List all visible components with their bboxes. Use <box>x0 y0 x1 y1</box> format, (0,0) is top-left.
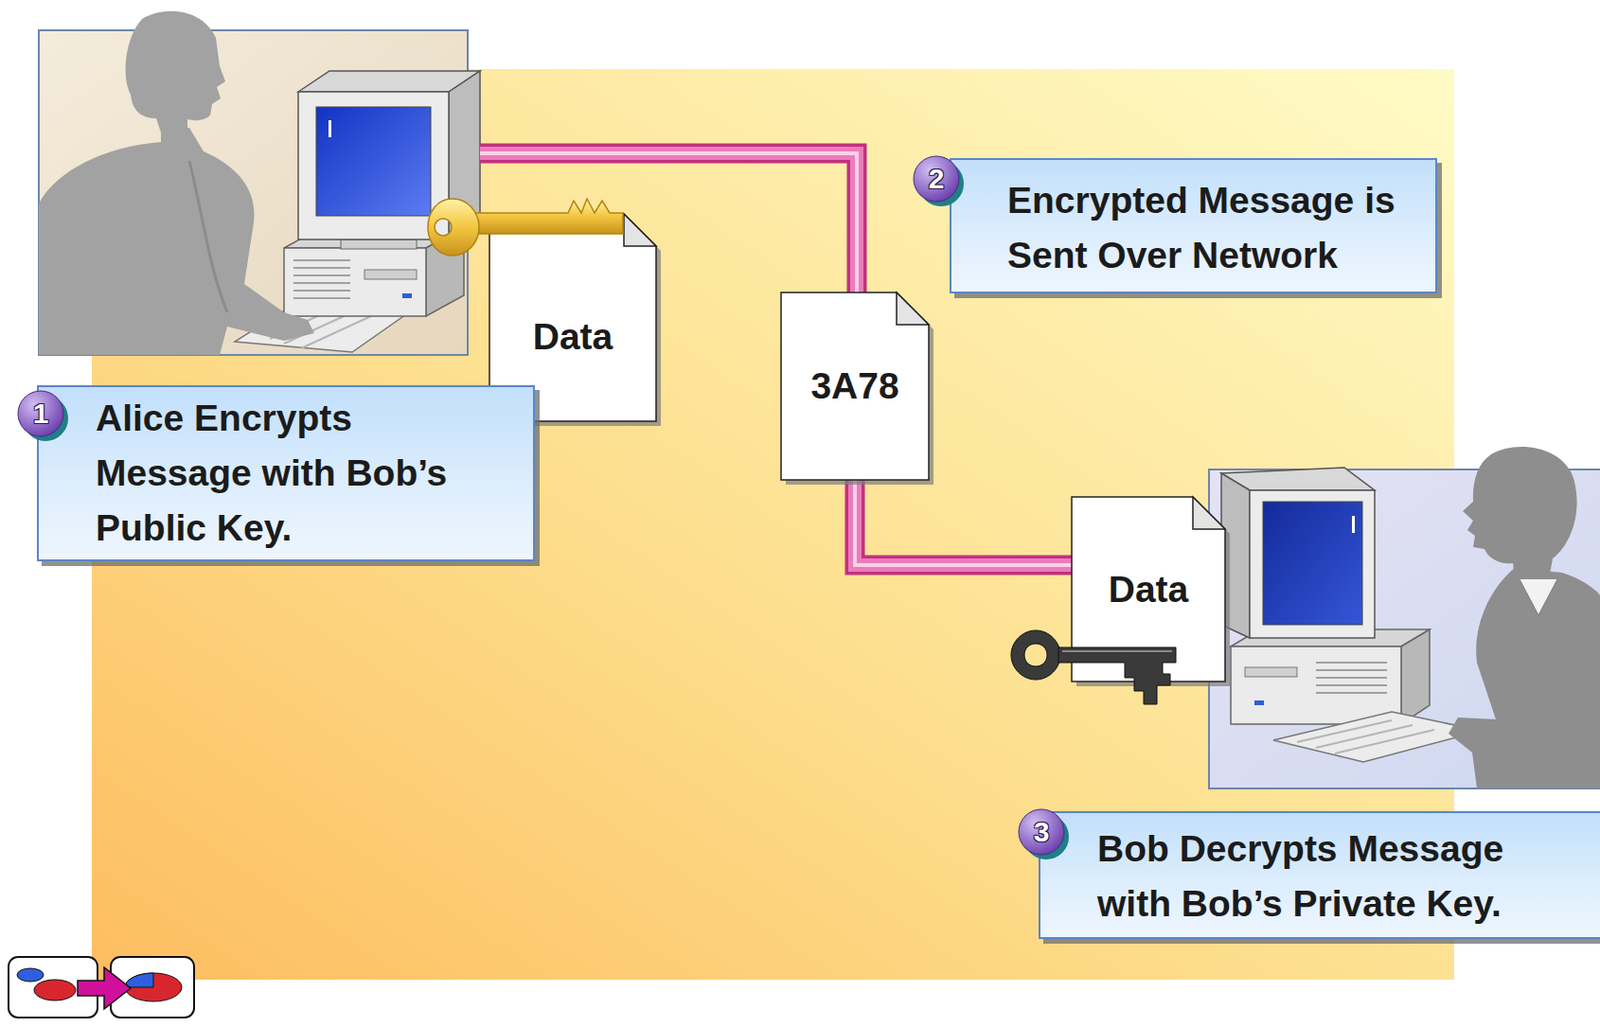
drive-slot <box>364 269 417 280</box>
pie-piece <box>124 973 154 988</box>
bob-collar <box>1519 579 1558 616</box>
key-highlight <box>1062 650 1173 653</box>
screen-cursor <box>1351 515 1355 534</box>
ciphertext-document: 3A78 <box>781 292 929 480</box>
alice-case-front <box>284 248 427 317</box>
slide-arrow <box>77 967 131 1010</box>
document-page <box>781 292 929 480</box>
document-text: Data <box>533 309 614 365</box>
monitor-stand <box>340 239 417 249</box>
badge-circle <box>913 156 960 202</box>
alice-screen <box>316 106 431 216</box>
document-fold <box>896 292 929 325</box>
callout-number: 3 <box>1033 816 1050 849</box>
callout-number: 1 <box>33 397 50 430</box>
bob-screen <box>1262 501 1363 625</box>
public-key-icon <box>473 198 623 234</box>
callout-text: Encrypted Message is Sent Over Network <box>1007 173 1424 284</box>
callout-text: Alice Encrypts Message with Bob’s Public… <box>95 391 494 556</box>
step-callout: Encrypted Message is Sent Over Network <box>949 158 1438 294</box>
case-light <box>402 293 412 299</box>
network-pipe <box>854 480 1072 566</box>
public-key-icon <box>427 198 480 256</box>
alice-head <box>125 11 226 133</box>
document-fold <box>623 213 657 247</box>
alice-arm-line <box>189 160 228 313</box>
pie-piece <box>34 979 76 1001</box>
document-text: 3A78 <box>810 358 899 414</box>
screen-cursor <box>328 120 332 138</box>
bob-keyboard <box>1273 711 1482 763</box>
private-key-icon <box>1058 647 1176 705</box>
pipe-outer <box>854 480 1072 566</box>
keyboard-keys <box>1297 720 1435 754</box>
document-text: Data <box>1108 562 1190 618</box>
bob-monitor-front <box>1249 490 1375 639</box>
drive-slot <box>1244 667 1298 677</box>
callout-number: 2 <box>928 162 945 196</box>
case-light <box>1254 700 1264 706</box>
case-vents <box>293 260 351 299</box>
pipe-highlight <box>854 480 1072 566</box>
bob-case-side <box>1401 629 1430 725</box>
bob-head <box>1462 446 1578 580</box>
badge-circle <box>17 391 64 437</box>
case-vents <box>1315 662 1387 694</box>
pie-piece <box>124 973 182 1002</box>
callout-text: Bob Decrypts Message with Bob’s Private … <box>1097 821 1543 932</box>
pie-piece <box>17 968 44 982</box>
bob-case-front <box>1230 646 1402 725</box>
step-callout: Alice Encrypts Message with Bob’s Public… <box>36 385 535 562</box>
private-key-icon <box>1011 630 1061 680</box>
step-callout: Bob Decrypts Message with Bob’s Private … <box>1038 811 1600 940</box>
alice-monitor-front <box>298 91 449 240</box>
alice-body <box>38 127 315 356</box>
badge-circle <box>1018 809 1065 855</box>
document-fold <box>1192 497 1226 530</box>
pipe-fill <box>854 480 1072 566</box>
bob-body <box>1448 568 1600 789</box>
